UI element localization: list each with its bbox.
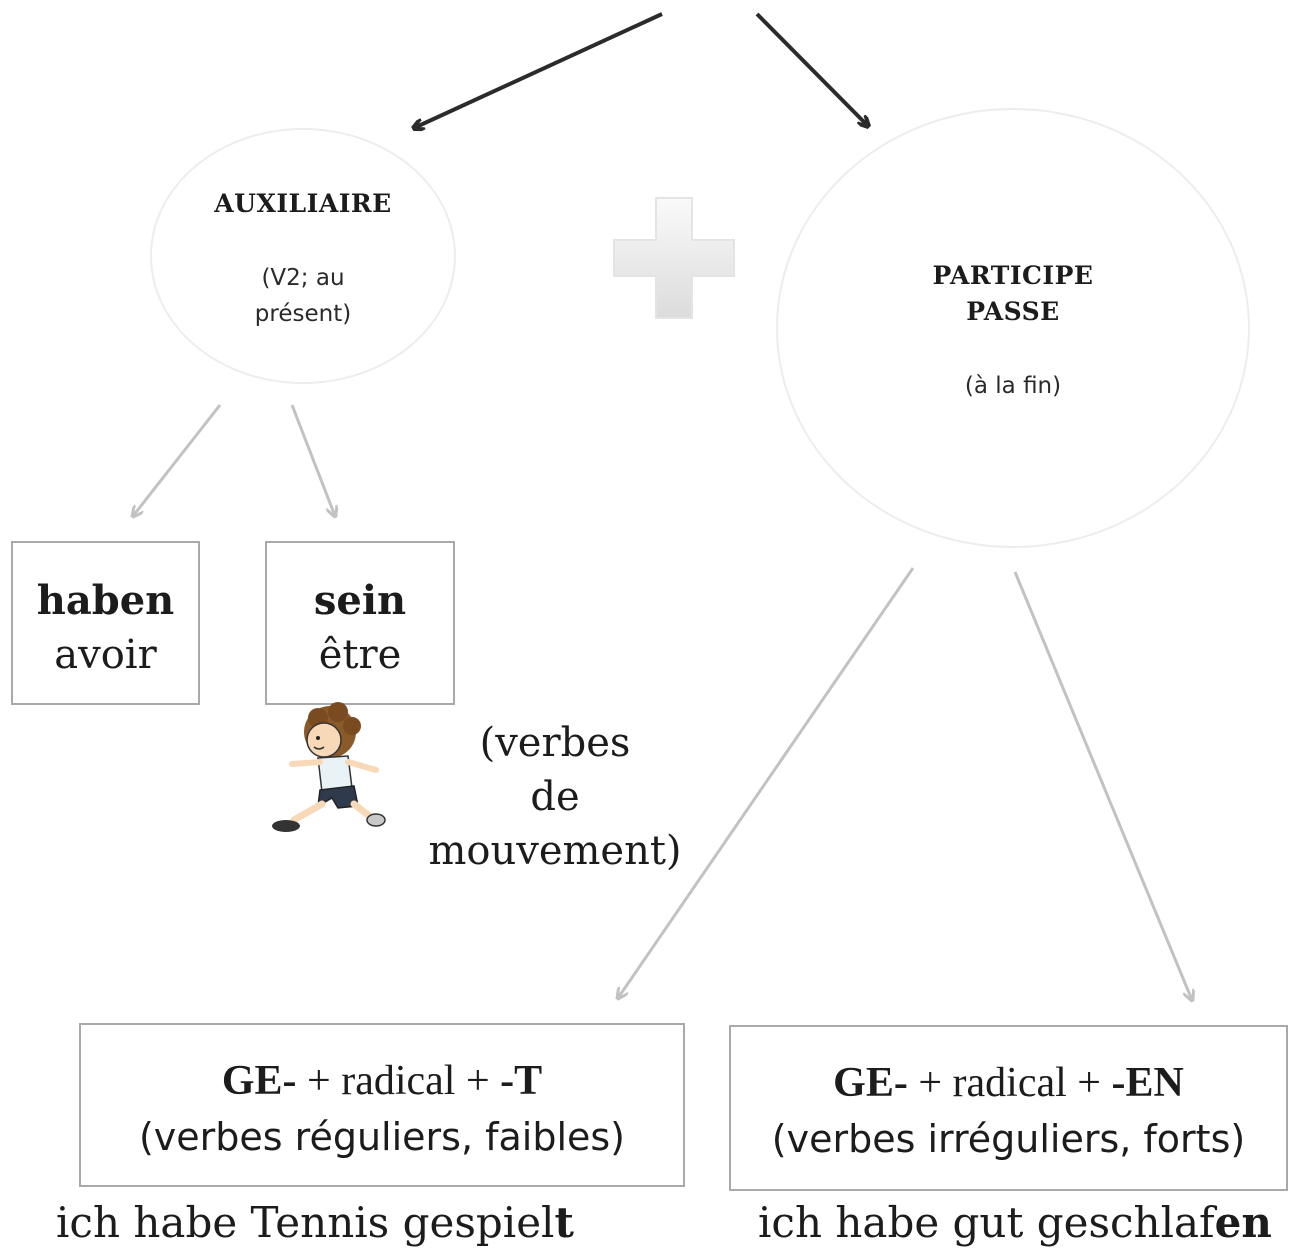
auxiliaire-detail-line2: présent) bbox=[254, 301, 352, 327]
strong-operators: + radical + bbox=[907, 1060, 1112, 1106]
arrow-to-strong-formula bbox=[1013, 571, 1192, 1000]
sein-movement-note: (verbes de mouvement) bbox=[415, 716, 695, 878]
participe-circle: PARTICIPE PASSE (à la fin) bbox=[776, 108, 1250, 548]
participe-detail: (à la fin) bbox=[964, 373, 1062, 399]
haben-verb: haben bbox=[36, 577, 175, 624]
weak-verb-box: GE- + radical + -T (verbes réguliers, fa… bbox=[79, 1023, 685, 1187]
sein-box: sein être bbox=[265, 541, 455, 705]
strong-example: ich habe gut geschlafen bbox=[758, 1196, 1272, 1250]
arrow-to-haben bbox=[133, 404, 222, 516]
strong-suffix: -EN bbox=[1111, 1060, 1184, 1106]
arrow-to-sein bbox=[290, 404, 335, 516]
sein-note-line3: mouvement) bbox=[428, 828, 682, 874]
strong-verb-box: GE- + radical + -EN (verbes irréguliers,… bbox=[729, 1025, 1288, 1191]
haben-box: haben avoir bbox=[11, 541, 200, 705]
weak-example-main: ich habe Tennis gespiel bbox=[56, 1198, 555, 1247]
sein-note-line2: de bbox=[530, 774, 580, 820]
auxiliaire-title: AUXILIAIRE bbox=[214, 189, 392, 218]
arrow-to-participe bbox=[755, 12, 868, 126]
weak-description: (verbes réguliers, faibles) bbox=[138, 1115, 626, 1159]
strong-example-ending: en bbox=[1214, 1198, 1272, 1247]
participe-title-line2: PASSE bbox=[966, 297, 1060, 326]
plus-icon bbox=[613, 197, 735, 319]
auxiliaire-detail: (V2; au présent) bbox=[152, 260, 454, 332]
sein-verb: sein bbox=[313, 577, 407, 624]
weak-example-ending: t bbox=[554, 1198, 574, 1247]
auxiliaire-detail-line1: (V2; au bbox=[261, 265, 345, 291]
strong-formula: GE- + radical + -EN bbox=[731, 1057, 1286, 1109]
weak-example: ich habe Tennis gespielt bbox=[56, 1196, 574, 1250]
sein-translation: être bbox=[318, 632, 402, 678]
strong-description: (verbes irréguliers, forts) bbox=[771, 1117, 1246, 1161]
haben-translation: avoir bbox=[54, 632, 157, 678]
participe-title-line1: PARTICIPE bbox=[932, 261, 1094, 290]
weak-prefix: GE- bbox=[221, 1058, 297, 1104]
strong-example-main: ich habe gut geschlaf bbox=[758, 1198, 1215, 1247]
weak-formula: GE- + radical + -T bbox=[81, 1055, 683, 1107]
weak-operators: + radical + bbox=[296, 1058, 501, 1104]
weak-suffix: -T bbox=[500, 1058, 543, 1104]
arrow-to-auxiliaire bbox=[414, 12, 663, 128]
running-boy-icon bbox=[272, 702, 386, 832]
auxiliaire-circle: AUXILIAIRE (V2; au présent) bbox=[150, 128, 456, 384]
participe-title: PARTICIPE PASSE bbox=[778, 258, 1248, 330]
arrow-to-weak-formula bbox=[618, 567, 915, 998]
sein-note-line1: (verbes bbox=[479, 720, 631, 766]
strong-prefix: GE- bbox=[833, 1060, 908, 1106]
